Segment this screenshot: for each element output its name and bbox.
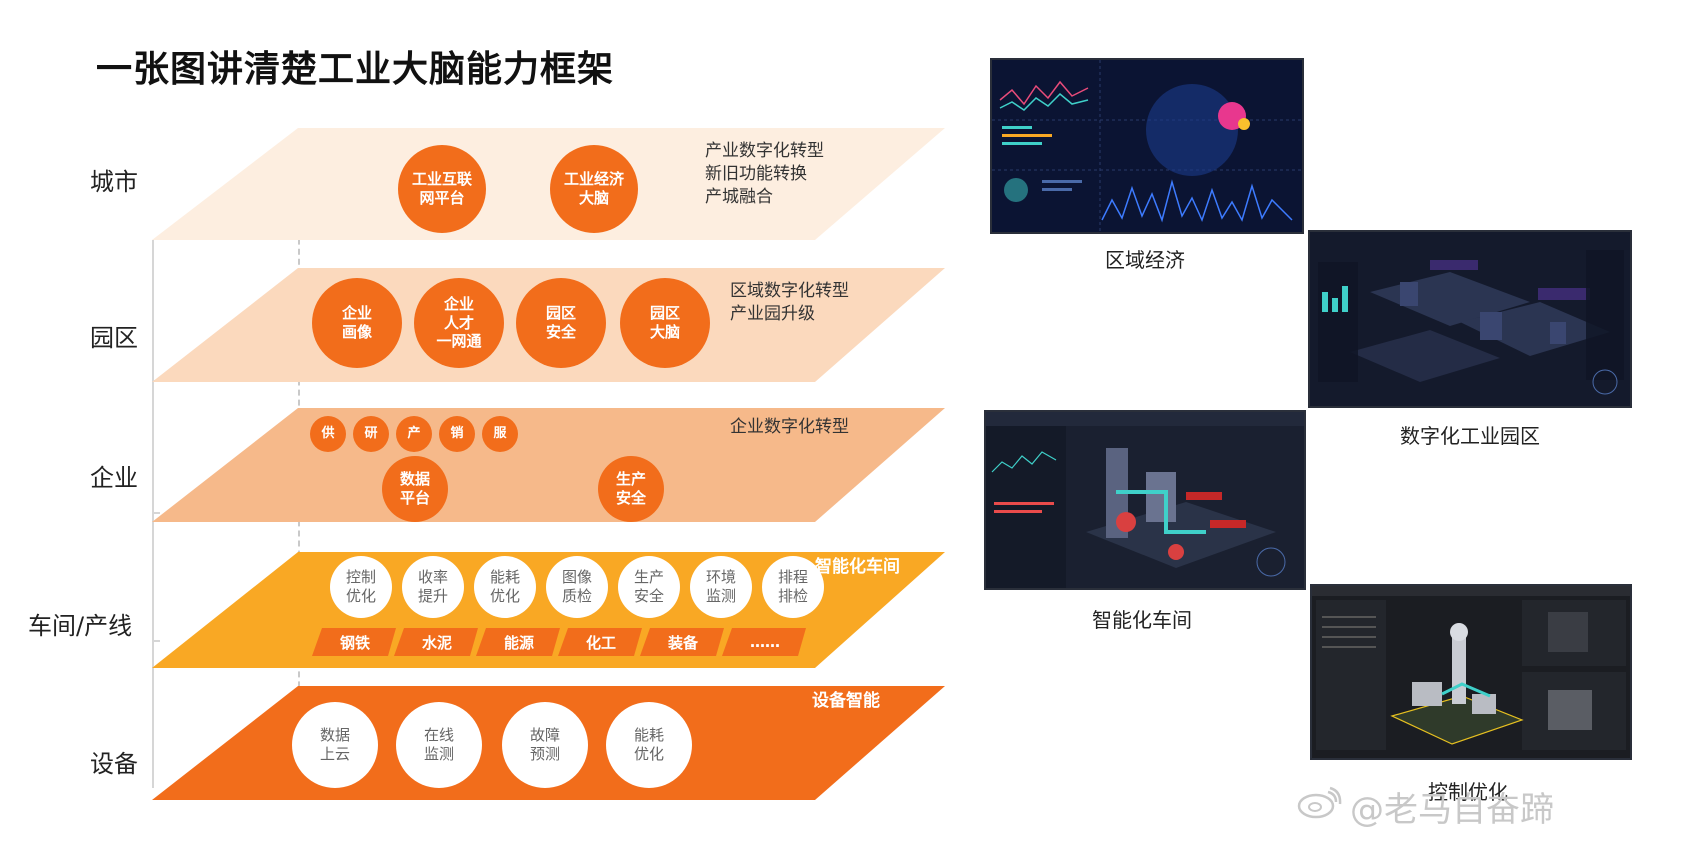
- enterprise-node: 生产 安全: [598, 456, 664, 522]
- industry-tag: 化工: [585, 633, 616, 652]
- industry-tag: 装备: [667, 633, 698, 652]
- city-node: 工业互联 网平台: [398, 145, 486, 233]
- equipment-node: 数据 上云: [292, 702, 378, 788]
- row-label-enterprise: 企业: [90, 464, 138, 492]
- row-label-park: 园区: [90, 324, 138, 352]
- screenshot-smart-workshop: [984, 410, 1306, 590]
- enterprise-small-node: 研: [353, 416, 389, 452]
- control-graphic: [1312, 586, 1630, 758]
- screenshot-control-optimization: [1310, 584, 1632, 760]
- park-node: 园区 安全: [516, 278, 606, 368]
- enterprise-small-node: 产: [396, 416, 432, 452]
- weibo-icon: [1297, 786, 1342, 819]
- park-node: 园区 大脑: [620, 278, 710, 368]
- workshop-3d-graphic: [986, 412, 1304, 588]
- screenshot-regional-economy: [990, 58, 1304, 234]
- park-node: 企业 画像: [312, 278, 402, 368]
- enterprise-small-node: 服: [482, 416, 518, 452]
- caption-smart-workshop: 智能化车间: [1092, 608, 1192, 632]
- dashboard-graphic: [992, 60, 1302, 232]
- park-3d-graphic: [1310, 232, 1630, 406]
- park-node: 企业 人才 一网通: [414, 278, 504, 368]
- caption-regional-economy: 区域经济: [1105, 248, 1185, 272]
- enterprise-node: 数据 平台: [382, 456, 448, 522]
- equipment-node: 在线 监测: [396, 702, 482, 788]
- workshop-node: 排程 排检: [762, 556, 824, 618]
- workshop-node: 控制 优化: [330, 556, 392, 618]
- industry-tag: 水泥: [421, 633, 452, 652]
- equipment-node: 故障 预测: [502, 702, 588, 788]
- axis-tick: [152, 640, 160, 642]
- workshop-node: 能耗 优化: [474, 556, 536, 618]
- row-label-equipment: 设备: [90, 750, 138, 778]
- caption-digital-park: 数字化工业园区: [1400, 424, 1540, 448]
- equipment-desc: 设备智能: [812, 691, 880, 711]
- industry-tag: 钢铁: [339, 633, 370, 652]
- enterprise-small-node: 供: [310, 416, 346, 452]
- screenshot-digital-park: [1308, 230, 1632, 408]
- industry-tag: 能源: [503, 633, 534, 652]
- enterprise-desc: 企业数字化转型: [730, 417, 849, 437]
- equipment-node: 能耗 优化: [606, 702, 692, 788]
- caption-control-optimization: 控制优化: [1428, 780, 1508, 804]
- left-axis: [152, 240, 154, 788]
- watermark: @老马自奋蹄: [1350, 790, 1554, 830]
- park-desc: 区域数字化转型 产业园升级: [730, 281, 849, 324]
- row-label-workshop: 车间/产线: [28, 612, 133, 640]
- city-desc: 产业数字化转型 新旧功能转换 产城融合: [705, 141, 824, 207]
- city-node: 工业经济 大脑: [550, 145, 638, 233]
- axis-tick: [152, 512, 160, 514]
- workshop-node: 图像 质检: [546, 556, 608, 618]
- workshop-desc: 智能化车间: [815, 557, 900, 577]
- enterprise-small-node: 销: [439, 416, 475, 452]
- workshop-node: 生产 安全: [618, 556, 680, 618]
- page-title: 一张图讲清楚工业大脑能力框架: [96, 49, 615, 90]
- row-label-city: 城市: [90, 168, 138, 196]
- workshop-node: 环境 监测: [690, 556, 752, 618]
- workshop-node: 收率 提升: [402, 556, 464, 618]
- industry-tag: ……: [750, 633, 780, 651]
